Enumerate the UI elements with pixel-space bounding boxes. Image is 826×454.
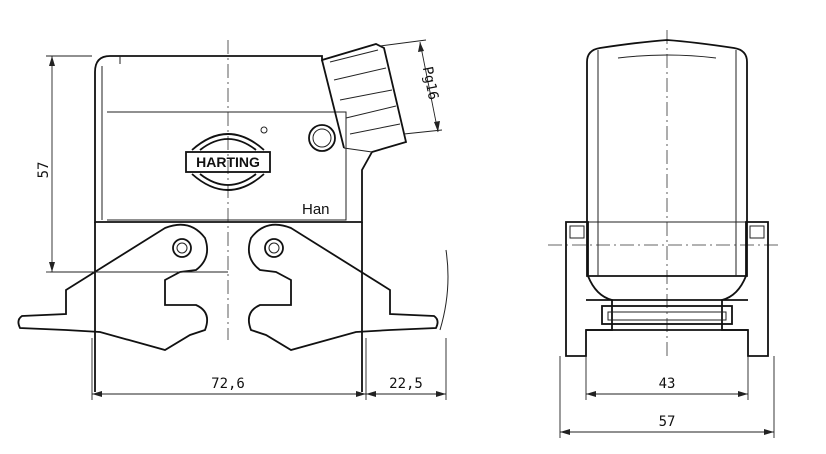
locking-lever-right (248, 223, 439, 351)
screw-head-inner (312, 128, 332, 148)
dim-thread-pg16: Pg16 (419, 65, 441, 101)
dim-height-57: 57 (36, 162, 52, 179)
side-bracket-left (565, 221, 613, 357)
side-view: 43 57 (548, 30, 782, 438)
dim-width-72-6: 72,6 (211, 376, 245, 392)
lever-pivot-right (264, 238, 284, 258)
hood-body-outline (94, 43, 408, 223)
side-base (586, 299, 748, 331)
dim-side-inner-43: 43 (659, 376, 676, 392)
dim-offset-22-5: 22,5 (389, 376, 423, 392)
screw-head (308, 124, 336, 152)
side-base-slot (601, 305, 733, 325)
cable-entry-gland (321, 49, 401, 153)
housing-base (94, 222, 363, 392)
dim-side-outer-57: 57 (659, 414, 676, 430)
series-label: Han (302, 201, 330, 218)
side-bracket-right (721, 221, 769, 357)
logo-text: HARTING (196, 154, 260, 170)
front-view: HARTING Han 57 Pg16 (17, 39, 449, 400)
dim-line-pg16 (419, 41, 439, 133)
locking-lever-left (17, 223, 208, 351)
hood-label-panel (107, 111, 347, 221)
side-hood-outline (586, 39, 748, 277)
lever-pivot-left (172, 238, 192, 258)
harting-logo: HARTING (185, 126, 271, 191)
lever-sweep-arc (439, 249, 449, 331)
